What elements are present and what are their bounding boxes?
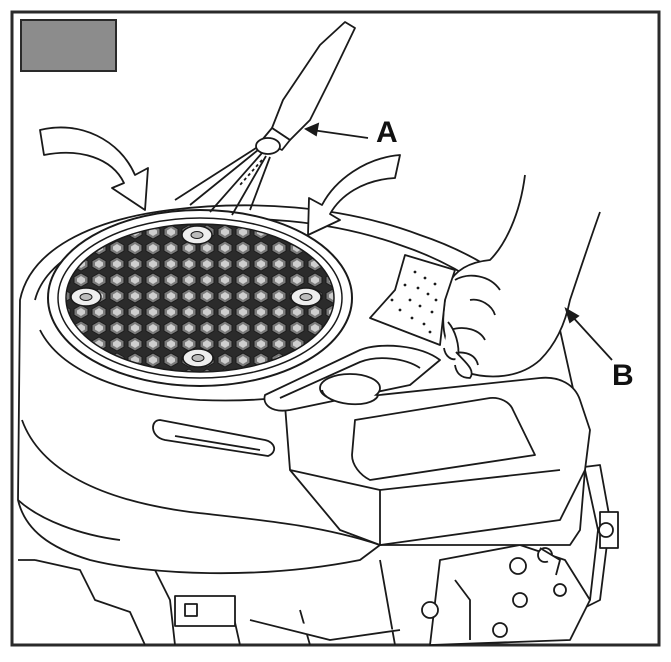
callout-label-b: B	[612, 359, 634, 392]
figure-tab	[20, 19, 117, 72]
rotating-screen	[47, 209, 353, 387]
airflow-arrow	[39, 126, 401, 236]
hand-with-cloth	[369, 174, 601, 379]
compressed-air-nozzle	[174, 21, 356, 216]
callout-leaders	[304, 122, 613, 361]
callout-label-a: A	[376, 116, 398, 149]
